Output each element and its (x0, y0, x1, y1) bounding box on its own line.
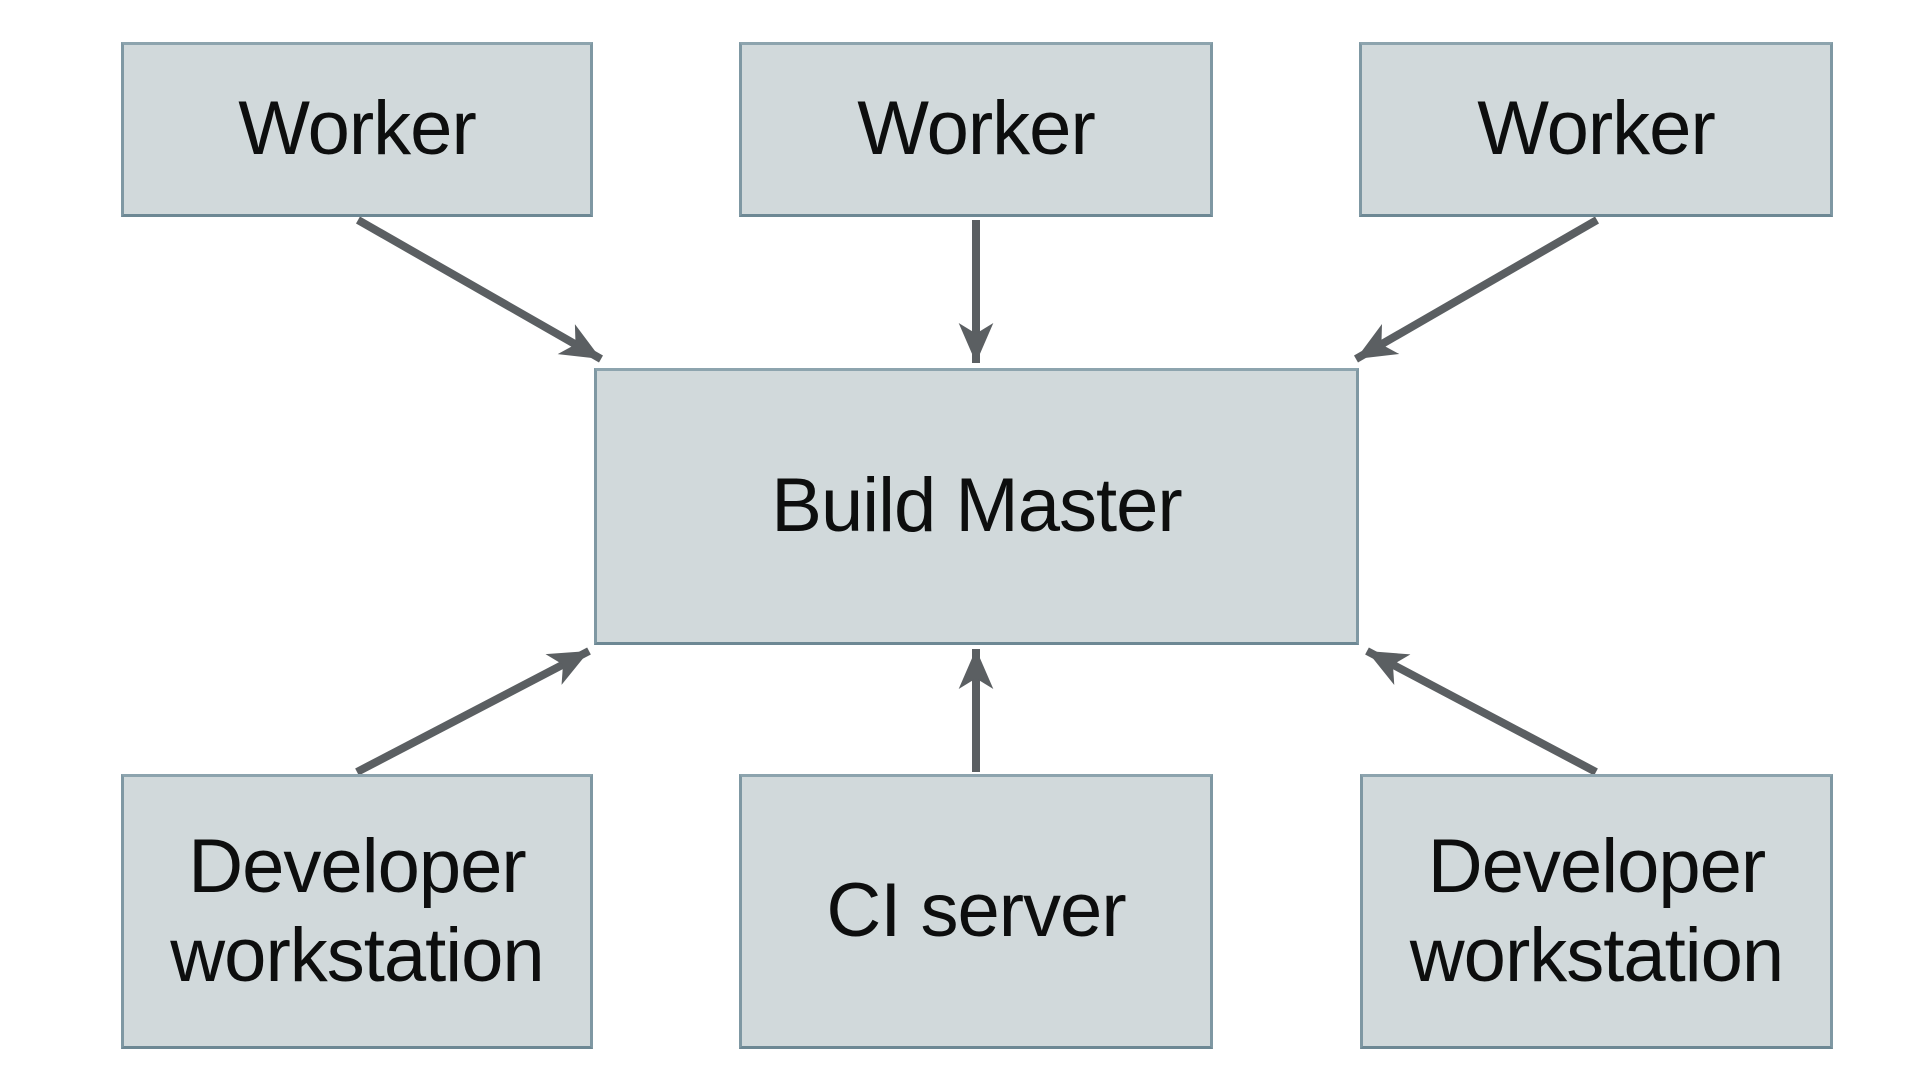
node-dev-workstation-2: Developer workstation (1360, 774, 1833, 1049)
node-dev-workstation-1-label: Developer workstation (170, 824, 544, 998)
node-ci-server: CI server (739, 774, 1213, 1049)
edge-worker3-to-buildmaster (1354, 216, 1599, 363)
node-build-master-label: Build Master (771, 463, 1182, 549)
node-worker-3: Worker (1359, 42, 1833, 217)
node-ci-server-label: CI server (826, 868, 1126, 954)
edge-devworkstation2-to-buildmaster (1365, 647, 1598, 776)
node-worker-2-label: Worker (857, 86, 1096, 172)
node-dev-workstation-2-label: Developer workstation (1409, 824, 1784, 998)
edge-worker1-to-buildmaster (356, 216, 603, 363)
node-dev-workstation-1: Developer workstation (121, 774, 593, 1049)
node-worker-1: Worker (121, 42, 593, 217)
node-worker-1-label: Worker (238, 86, 477, 172)
node-worker-3-label: Worker (1477, 86, 1716, 172)
node-worker-2: Worker (739, 42, 1213, 217)
node-build-master: Build Master (594, 368, 1359, 645)
edge-devworkstation1-to-buildmaster (355, 647, 591, 776)
